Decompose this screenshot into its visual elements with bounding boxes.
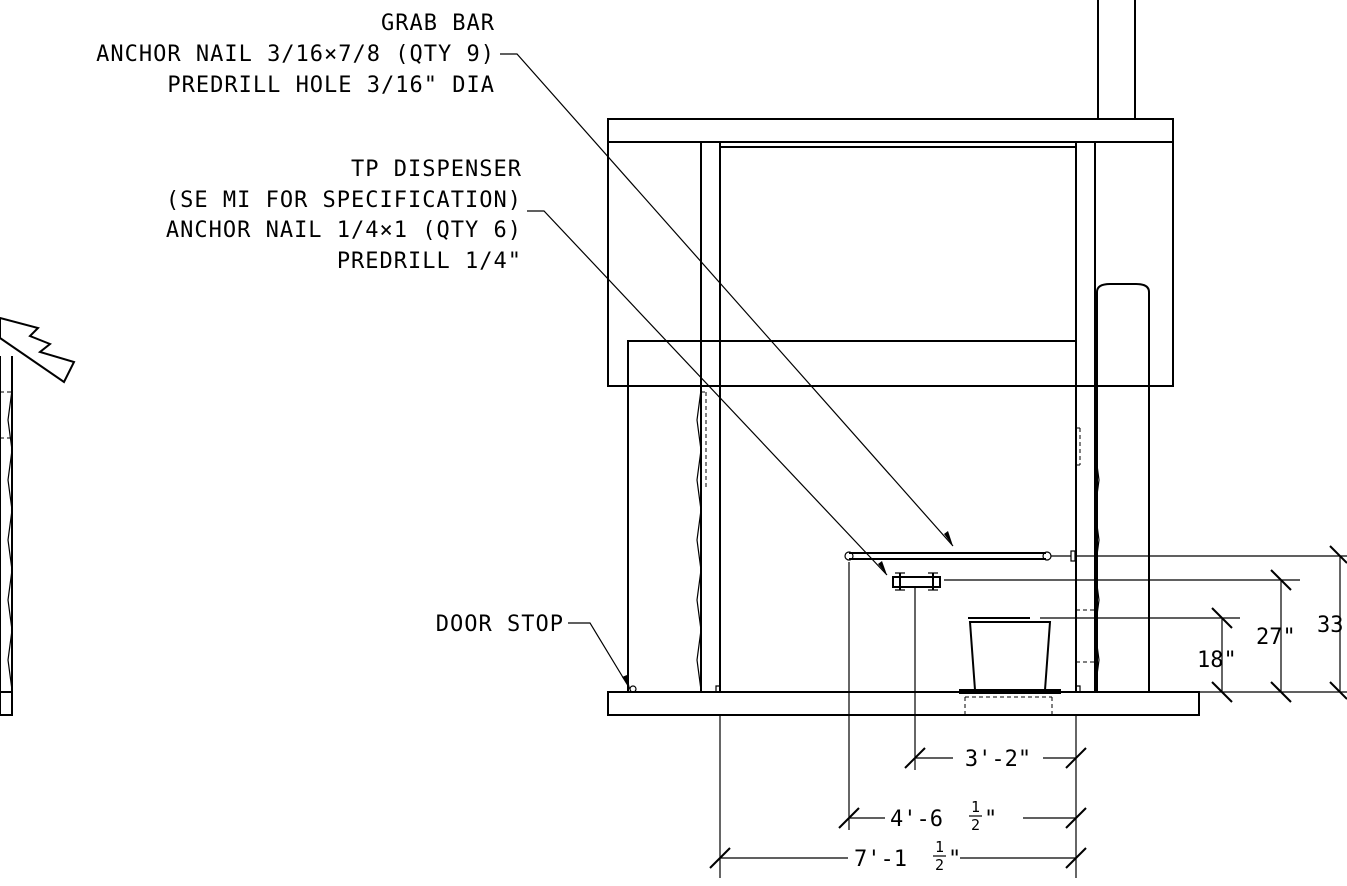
grab-bar-note-line1: GRAB BAR — [381, 11, 495, 36]
grab-bar — [844, 550, 1076, 562]
dim-4-6-num: 1 — [971, 798, 980, 816]
roof-header — [607, 118, 1174, 143]
door-stop-arrowhead — [622, 675, 630, 689]
grab-bar-note: GRAB BAR ANCHOR NAIL 3/16×7/8 (QTY 9) PR… — [96, 11, 954, 547]
vent-pipe-column — [1096, 283, 1150, 693]
left-post — [700, 141, 721, 693]
dim-7-1-num: 1 — [935, 838, 944, 856]
dim-3-2: 3'-2" — [965, 747, 1031, 772]
tp-arrowhead — [878, 561, 887, 575]
tp-note-line2: (SE MI FOR SPECIFICATION) — [166, 188, 522, 213]
dim-7-1-main: 7'-1 — [854, 847, 907, 872]
grab-bar-arrowhead — [944, 531, 953, 546]
dim-18: 18" — [1197, 648, 1237, 673]
grab-bar-note-line2: ANCHOR NAIL 3/16×7/8 (QTY 9) — [96, 42, 495, 67]
vertical-dimensions: 18" 27" 33 — [944, 545, 1347, 703]
upper-wall-panel — [607, 141, 1174, 387]
horizontal-dimensions: 3'-2" 4'-6 1 2 " 7'-1 1 2 " — [709, 562, 1087, 878]
dim-7-1-unit: " — [948, 847, 961, 872]
dim-4-6-half: 4'-6 1 2 " — [890, 798, 997, 834]
grab-bar-note-line3: PREDRILL HOLE 3/16" DIA — [167, 73, 495, 98]
outhouse-elevation — [607, 0, 1200, 716]
toilet-riser — [959, 617, 1061, 694]
door-stop-note: DOOR STOP — [436, 612, 631, 690]
dim-27: 27" — [1256, 625, 1296, 650]
door-stop-leader — [568, 622, 631, 690]
tp-leader — [527, 210, 888, 576]
tp-note-line3: ANCHOR NAIL 1/4×1 (QTY 6) — [166, 218, 522, 243]
door-stop-label: DOOR STOP — [436, 612, 564, 637]
tp-note-line1: TP DISPENSER — [351, 157, 522, 182]
tp-dispenser — [892, 572, 941, 591]
tp-note-line4: PREDRILL 1/4" — [337, 249, 522, 274]
dim-4-6-den: 2 — [971, 816, 980, 834]
dim-4-6-unit: " — [984, 807, 997, 832]
dim-4-6-main: 4'-6 — [890, 807, 943, 832]
dim-33: 33 — [1317, 613, 1344, 638]
tp-dispenser-note: TP DISPENSER (SE MI FOR SPECIFICATION) A… — [166, 157, 888, 576]
dim-7-1-half: 7'-1 1 2 " — [854, 838, 961, 874]
grab-bar-leader — [500, 53, 954, 547]
floor-slab — [607, 691, 1200, 716]
dim-7-1-den: 2 — [935, 856, 944, 874]
left-partial-elevation — [0, 316, 76, 716]
